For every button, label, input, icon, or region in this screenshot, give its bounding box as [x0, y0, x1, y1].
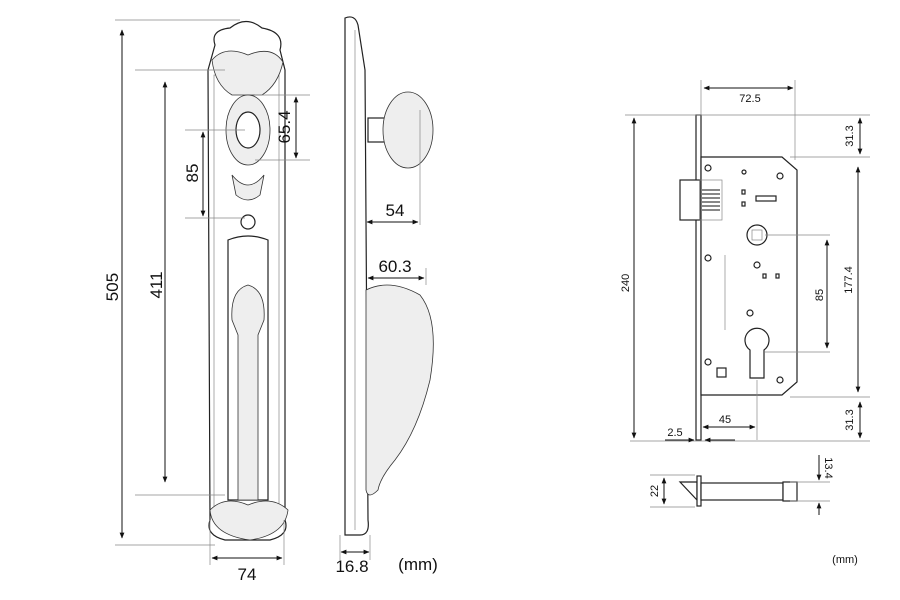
knob-side [382, 91, 434, 169]
dim-54: 54 [386, 201, 405, 220]
unit-label-right: (mm) [832, 554, 858, 566]
dim-45: 45 [719, 414, 731, 426]
dim-31-3-bottom: 31.3 [844, 409, 856, 430]
dim-22: 22 [649, 485, 661, 497]
lock-body-view [679, 114, 798, 441]
top-ornament [211, 50, 284, 96]
dim-74: 74 [238, 565, 257, 584]
bottom-ornament [209, 500, 289, 541]
handle-grip [231, 284, 265, 501]
latch-detail-view [678, 475, 798, 507]
dim-85-right: 85 [814, 289, 826, 301]
dim-16-8: 16.8 [335, 557, 368, 576]
dim-411: 411 [147, 271, 166, 298]
lock-case [700, 156, 798, 396]
dim-13-4: 13.4 [822, 457, 834, 478]
lock-dimensions: 72.5 31.3 240 177.4 85 45 2.5 31.3 22 13… [620, 80, 870, 566]
dim-240: 240 [620, 274, 632, 292]
lever-side [365, 284, 434, 496]
dim-72-5: 72.5 [739, 93, 760, 105]
dim-31-3-top: 31.3 [844, 125, 856, 146]
unit-label-left: (mm) [398, 555, 438, 574]
keyhole [240, 214, 256, 230]
handle-side-view [344, 16, 434, 536]
handle-dimensions: 505 411 85 65.4 74 54 60.3 16.8 (mm) [103, 19, 438, 584]
dim-177-4: 177.4 [843, 266, 855, 294]
dim-65-4: 65.4 [275, 110, 294, 143]
cylinder-hole [744, 327, 770, 379]
dim-2-5: 2.5 [667, 427, 682, 439]
handle-front-view [207, 20, 289, 541]
dim-60-3: 60.3 [378, 257, 411, 276]
dim-85-left: 85 [183, 164, 202, 183]
dim-505: 505 [103, 273, 122, 301]
spindle-hole [746, 224, 768, 246]
faceplate [695, 114, 702, 441]
latch-bolt [679, 179, 701, 221]
